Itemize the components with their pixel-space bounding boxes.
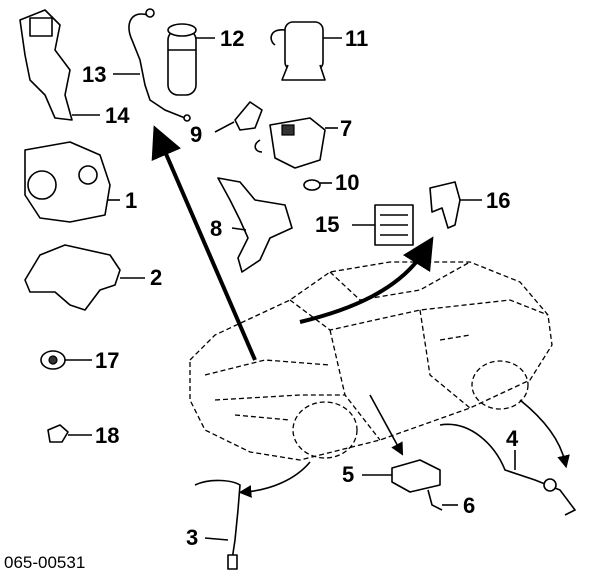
part-15-ecu <box>352 204 414 246</box>
callout-15: 15 <box>315 212 340 237</box>
part-11-pump <box>270 21 342 81</box>
part-12-cylinder <box>167 23 215 96</box>
callout-8: 8 <box>210 216 223 241</box>
part-4-sensor <box>439 423 577 516</box>
part-13-wire <box>113 8 191 122</box>
callout-5: 5 <box>342 462 355 487</box>
part-18-clip <box>47 424 92 443</box>
part-1-actuator <box>24 141 120 223</box>
callout-10: 10 <box>335 170 360 195</box>
callout-11: 11 <box>345 26 369 51</box>
callout-3: 3 <box>186 525 199 550</box>
part-5-module <box>362 459 441 493</box>
callout-4: 4 <box>506 426 519 451</box>
callout-6: 6 <box>463 493 476 518</box>
direction-arrows <box>151 125 570 498</box>
callout-7: 7 <box>340 116 353 141</box>
part-14-bracket <box>19 9 100 121</box>
part-2-bracket <box>24 244 145 311</box>
part-9-bracket <box>214 101 263 133</box>
part-8-bracket <box>217 177 293 273</box>
callout-12: 12 <box>220 26 245 51</box>
part-16-bracket <box>429 181 482 229</box>
callout-16: 16 <box>486 188 511 213</box>
car-outline <box>189 261 553 461</box>
part-6-wire <box>427 489 458 511</box>
part-7-valve <box>254 117 338 169</box>
reference-code: 065-00531 <box>4 553 86 572</box>
callout-1: 1 <box>125 188 138 213</box>
part-10-sensor <box>303 179 332 191</box>
callout-2: 2 <box>150 265 163 290</box>
part-3-sensor <box>194 479 241 570</box>
callout-9: 9 <box>190 122 203 147</box>
callout-13: 13 <box>82 62 107 87</box>
callout-18: 18 <box>95 423 120 448</box>
callout-14: 14 <box>105 103 130 128</box>
callout-17: 17 <box>95 348 120 373</box>
part-17-sensor <box>40 350 92 370</box>
